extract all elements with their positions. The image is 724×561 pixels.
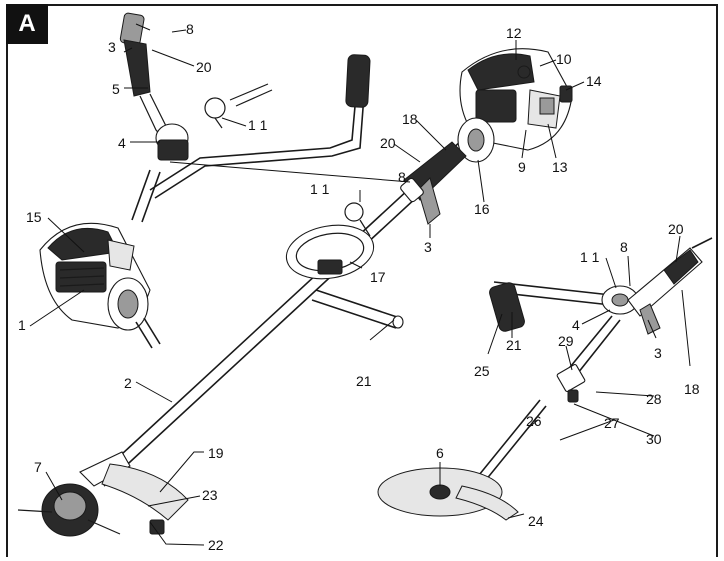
callout-20c: 20 bbox=[668, 221, 684, 237]
callout-8a: 8 bbox=[186, 21, 194, 37]
callout-7: 7 bbox=[34, 459, 42, 475]
bike-handle-detail bbox=[119, 12, 371, 223]
panel-letter-label: A bbox=[6, 4, 48, 44]
callout-28: 28 bbox=[646, 391, 662, 407]
callout-27: 27 bbox=[604, 415, 620, 431]
callout-4a: 4 bbox=[118, 135, 126, 151]
callout-20a: 20 bbox=[196, 59, 212, 75]
callout-5: 5 bbox=[112, 81, 120, 97]
callout-12: 12 bbox=[506, 25, 522, 41]
callout-6: 6 bbox=[436, 445, 444, 461]
callout-21a: 21 bbox=[356, 373, 372, 389]
callout-11c: 1 1 bbox=[580, 249, 600, 265]
engine-closeup-detail bbox=[39, 222, 161, 349]
callout-numbers: 8 3 20 5 4 1 1 15 1 2 7 19 23 22 12 10 1… bbox=[18, 21, 700, 553]
callout-1: 1 bbox=[18, 317, 26, 333]
callout-29: 29 bbox=[558, 333, 574, 349]
callout-11a: 1 1 bbox=[248, 117, 268, 133]
callout-18b: 18 bbox=[684, 381, 700, 397]
callout-18a: 18 bbox=[402, 111, 418, 127]
leader-lines bbox=[29, 23, 691, 546]
callout-24: 24 bbox=[528, 513, 544, 529]
callout-16: 16 bbox=[474, 201, 490, 217]
callout-8c: 8 bbox=[620, 239, 628, 255]
callout-11b: 1 1 bbox=[310, 181, 330, 197]
callout-26: 26 bbox=[526, 413, 542, 429]
callout-19: 19 bbox=[208, 445, 224, 461]
callout-3a: 3 bbox=[108, 39, 116, 55]
callout-2: 2 bbox=[124, 375, 132, 391]
callout-9: 9 bbox=[518, 159, 526, 175]
alternate-config-detail bbox=[377, 237, 713, 521]
callout-15: 15 bbox=[26, 209, 42, 225]
callout-20b: 20 bbox=[380, 135, 396, 151]
callout-10: 10 bbox=[556, 51, 572, 67]
callout-4b: 4 bbox=[572, 317, 580, 333]
callout-30: 30 bbox=[646, 431, 662, 447]
callout-21b: 21 bbox=[506, 337, 522, 353]
callout-13: 13 bbox=[552, 159, 568, 175]
callout-23: 23 bbox=[202, 487, 218, 503]
callout-8b: 8 bbox=[398, 169, 406, 185]
callout-17: 17 bbox=[370, 269, 386, 285]
callout-25: 25 bbox=[474, 363, 490, 379]
callout-3b: 3 bbox=[424, 239, 432, 255]
callout-3c: 3 bbox=[654, 345, 662, 361]
callout-22: 22 bbox=[208, 537, 224, 553]
figure-frame bbox=[6, 4, 718, 557]
callout-14: 14 bbox=[586, 73, 602, 89]
main-trimmer-assembly bbox=[17, 48, 573, 537]
